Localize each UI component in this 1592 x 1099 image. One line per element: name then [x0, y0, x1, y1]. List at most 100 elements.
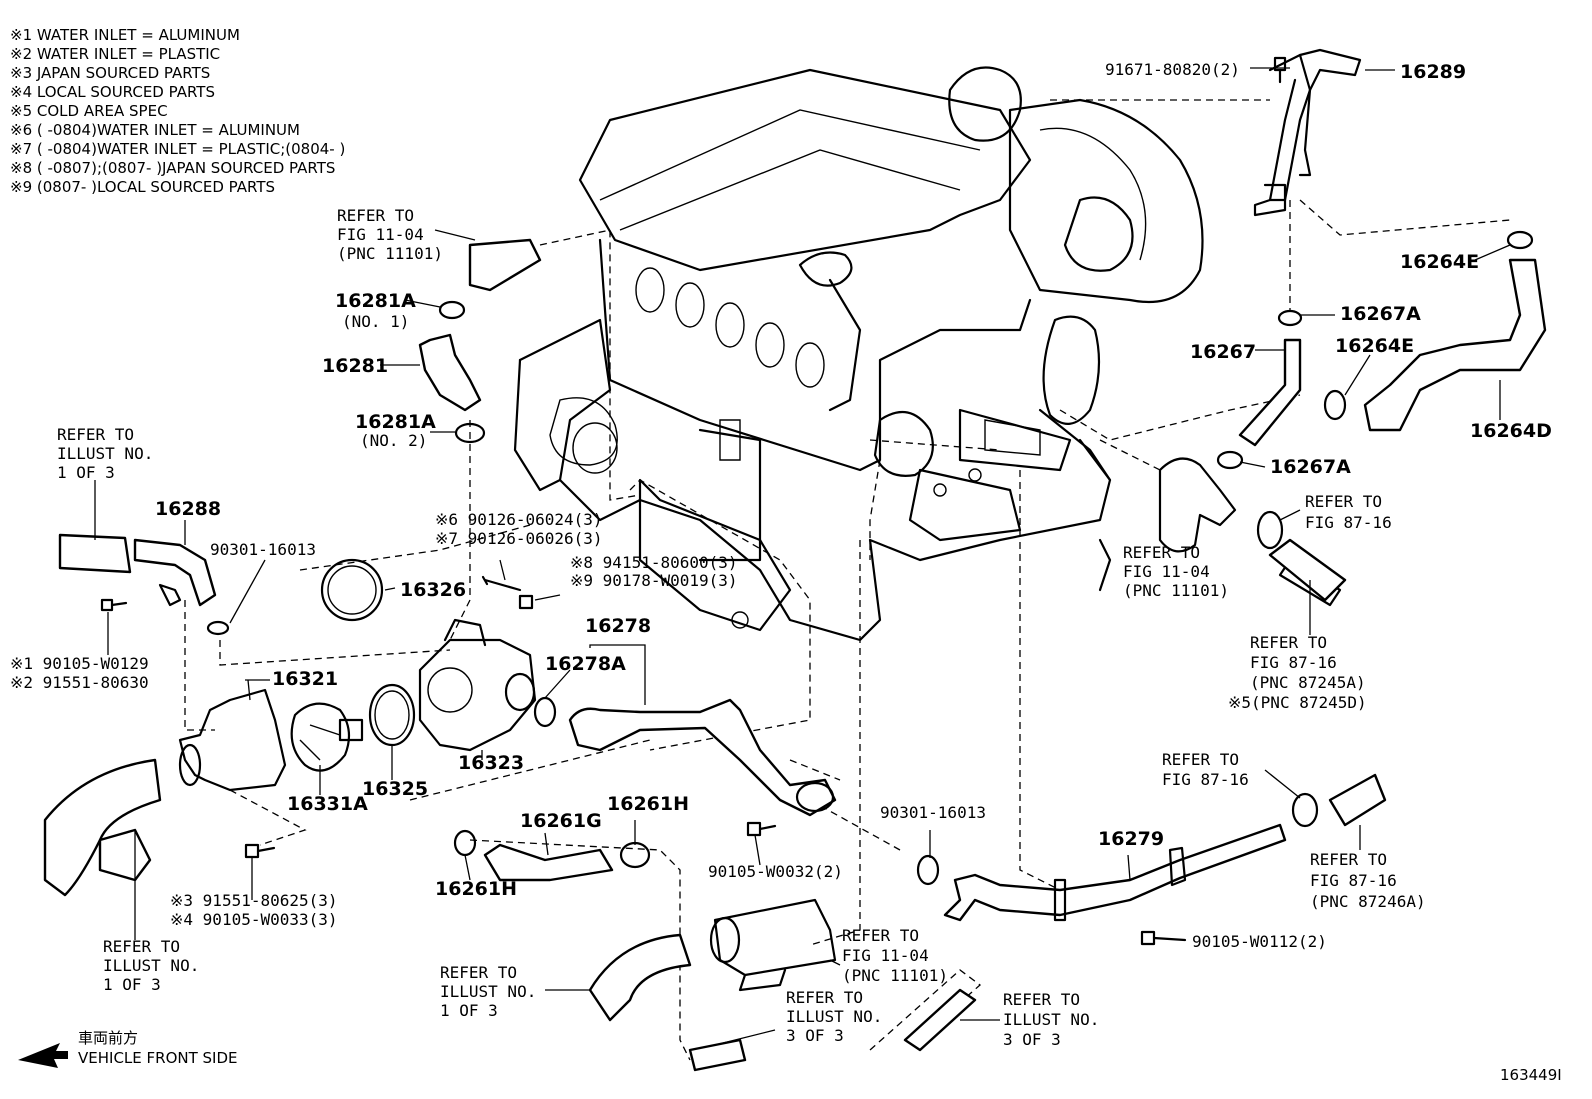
ref-illust-1-bottom-left: REFER TO ILLUST NO. 1 OF 3: [103, 937, 199, 994]
part-label-16321: 16321: [272, 668, 338, 690]
part-label-16261G: 16261G: [520, 810, 602, 832]
svg-text:FIG 87-16: FIG 87-16: [1310, 871, 1397, 890]
part-label-16281A-no1-sub: (NO. 1): [342, 312, 409, 331]
leader-lines: [94, 67, 1511, 1046]
svg-text:ILLUST NO.: ILLUST NO.: [1003, 1010, 1099, 1029]
svg-text:1 OF 3: 1 OF 3: [57, 463, 115, 482]
note-8: ※8 ( -0807);(0807- )JAPAN SOURCED PARTS: [10, 159, 335, 177]
ref-illust-3-a: REFER TO ILLUST NO. 3 OF 3: [786, 988, 882, 1045]
svg-text:FIG 11-04: FIG 11-04: [1123, 562, 1210, 581]
part-label-91671-80820: 91671-80820(2): [1105, 60, 1240, 79]
part-label-16278: 16278: [585, 615, 651, 637]
svg-text:REFER TO: REFER TO: [786, 988, 863, 1007]
part-label-16289: 16289: [1400, 61, 1466, 83]
svg-text:ILLUST NO.: ILLUST NO.: [440, 982, 536, 1001]
part-label-16264E-top: 16264E: [1400, 251, 1479, 273]
note-2: ※2 WATER INLET = PLASTIC: [10, 45, 220, 63]
svg-text:REFER TO: REFER TO: [103, 937, 180, 956]
part-label-90301-16013-a: 90301-16013: [210, 540, 316, 559]
svg-text:3 OF 3: 3 OF 3: [1003, 1030, 1061, 1049]
ref-illust-1-left: REFER TO ILLUST NO. 1 OF 3: [57, 425, 153, 482]
svg-text:REFER TO: REFER TO: [1305, 492, 1382, 511]
part-label-16267A-low: 16267A: [1270, 456, 1351, 478]
notes-legend: ※1 WATER INLET = ALUMINUM ※2 WATER INLET…: [10, 26, 345, 196]
svg-text:REFER TO: REFER TO: [1003, 990, 1080, 1009]
svg-text:FIG 87-16: FIG 87-16: [1250, 653, 1337, 672]
part-label-16326: 16326: [400, 579, 466, 601]
part-label-16261H-b: 16261H: [435, 878, 517, 900]
note-1: ※1 WATER INLET = ALUMINUM: [10, 26, 240, 44]
ref-illust-3-b: REFER TO ILLUST NO. 3 OF 3: [1003, 990, 1099, 1049]
reference-labels: REFER TO FIG 11-04 (PNC 11101) REFER TO …: [57, 206, 1426, 1049]
svg-text:1 OF 3: 1 OF 3: [440, 1001, 498, 1020]
part-label-16264E-mid: 16264E: [1335, 335, 1414, 357]
note-9: ※9 (0807- )LOCAL SOURCED PARTS: [10, 178, 275, 196]
note-5: ※5 COLD AREA SPEC: [10, 102, 168, 120]
ref-fig-87-16-mid: REFER TO FIG 87-16: [1162, 750, 1249, 789]
part-label-16279: 16279: [1098, 828, 1164, 850]
svg-text:FIG 11-04: FIG 11-04: [337, 225, 424, 244]
part-label-90178-W0019: ※9 90178-W0019(3): [570, 571, 738, 590]
svg-text:FIG 87-16: FIG 87-16: [1162, 770, 1249, 789]
vehicle-front-label-en: VEHICLE FRONT SIDE: [78, 1049, 238, 1067]
svg-text:(PNC 11101): (PNC 11101): [337, 244, 443, 263]
part-labels: 91671-80820(2) 16289 16264E 16267A 16267…: [10, 60, 1552, 951]
svg-text:ILLUST NO.: ILLUST NO.: [103, 956, 199, 975]
part-label-90126-06026: ※7 90126-06026(3): [435, 529, 603, 548]
svg-text:(PNC 87245A): (PNC 87245A): [1250, 673, 1366, 692]
svg-text:REFER TO: REFER TO: [842, 926, 919, 945]
part-label-16264D: 16264D: [1470, 420, 1552, 442]
svg-text:3 OF 3: 3 OF 3: [786, 1026, 844, 1045]
front-arrow-icon: [18, 1043, 68, 1068]
svg-text:REFER TO: REFER TO: [57, 425, 134, 444]
note-3: ※3 JAPAN SOURCED PARTS: [10, 64, 210, 82]
part-label-16331A: 16331A: [287, 793, 368, 815]
svg-text:ILLUST NO.: ILLUST NO.: [786, 1007, 882, 1026]
svg-text:(PNC 11101): (PNC 11101): [842, 966, 948, 985]
svg-text:FIG 87-16: FIG 87-16: [1305, 513, 1392, 532]
part-label-16288: 16288: [155, 498, 221, 520]
illustration-id: 163449I: [1500, 1066, 1562, 1084]
svg-text:REFER TO: REFER TO: [337, 206, 414, 225]
ref-fig-87-16-b: REFER TO FIG 87-16 (PNC 87246A): [1310, 850, 1426, 911]
part-label-90105-W0112: 90105-W0112(2): [1192, 932, 1327, 951]
part-label-90105-W0033: ※4 90105-W0033(3): [170, 910, 338, 929]
svg-text:ILLUST NO.: ILLUST NO.: [57, 444, 153, 463]
part-label-90126-06024: ※6 90126-06024(3): [435, 510, 603, 529]
part-label-16281A-no2-sub: (NO. 2): [360, 431, 427, 450]
part-label-16281A-no1: 16281A: [335, 290, 416, 312]
part-label-16278A: 16278A: [545, 653, 626, 675]
ref-fig-11-04-bottom: REFER TO FIG 11-04 (PNC 11101): [842, 926, 948, 985]
part-label-90105-W0032: 90105-W0032(2): [708, 862, 843, 881]
ref-fig-87-16-right: REFER TO FIG 87-16: [1305, 492, 1392, 532]
part-label-16281A-no2: 16281A: [355, 411, 436, 433]
svg-text:REFER TO: REFER TO: [1162, 750, 1239, 769]
svg-text:REFER TO: REFER TO: [1310, 850, 1387, 869]
part-label-16267: 16267: [1190, 341, 1256, 363]
svg-text:REFER TO: REFER TO: [1123, 543, 1200, 562]
part-label-91551-80625: ※3 91551-80625(3): [170, 891, 338, 910]
ref-fig-11-04-right: REFER TO FIG 11-04 (PNC 11101): [1123, 543, 1229, 600]
note-6: ※6 ( -0804)WATER INLET = ALUMINUM: [10, 121, 300, 139]
part-shapes: [43, 48, 1547, 1072]
part-label-94151-80600: ※8 94151-80600(3): [570, 553, 738, 572]
note-7: ※7 ( -0804)WATER INLET = PLASTIC;(0804- …: [10, 140, 345, 158]
svg-text:REFER TO: REFER TO: [1250, 633, 1327, 652]
ref-fig-87-16-pnc: REFER TO FIG 87-16 (PNC 87245A) ※5(PNC 8…: [1228, 633, 1367, 712]
vehicle-front-indicator: 車両前方 VEHICLE FRONT SIDE: [18, 1029, 238, 1068]
part-label-16281: 16281: [322, 355, 388, 377]
svg-text:REFER TO: REFER TO: [440, 963, 517, 982]
part-label-16261H-a: 16261H: [607, 793, 689, 815]
part-label-16323: 16323: [458, 752, 524, 774]
assembly-dashed-lines: [184, 99, 1511, 1061]
svg-text:(PNC 11101): (PNC 11101): [1123, 581, 1229, 600]
part-label-90301-16013-b: 90301-16013: [880, 803, 986, 822]
part-label-16267A-top: 16267A: [1340, 303, 1421, 325]
svg-text:(PNC 87246A): (PNC 87246A): [1310, 892, 1426, 911]
note-4: ※4 LOCAL SOURCED PARTS: [10, 83, 215, 101]
ref-fig-11-04-top: REFER TO FIG 11-04 (PNC 11101): [337, 206, 443, 263]
part-label-91551-80630: ※2 91551-80630: [10, 673, 149, 692]
svg-text:FIG 11-04: FIG 11-04: [842, 946, 929, 965]
ref-illust-1-bottom-center: REFER TO ILLUST NO. 1 OF 3: [440, 963, 536, 1020]
